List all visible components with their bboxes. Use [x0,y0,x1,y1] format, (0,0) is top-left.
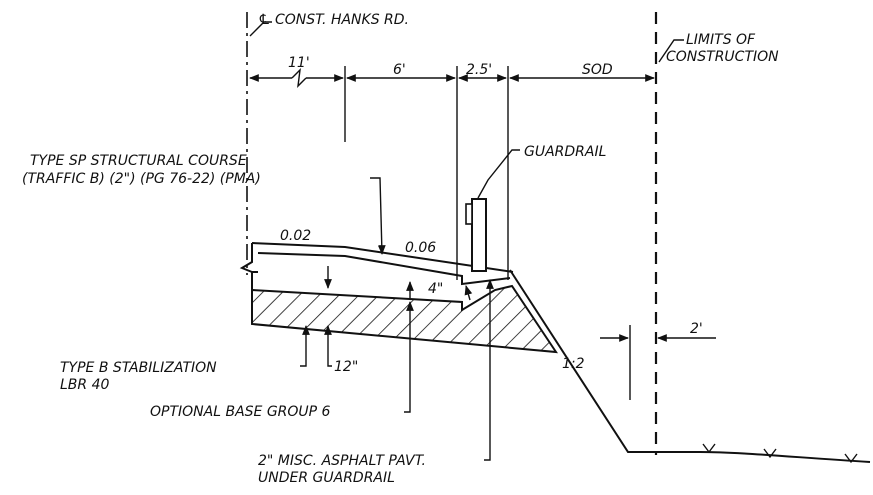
optional-base-label: OPTIONAL BASE GROUP 6 [150,404,331,420]
dim-shoulder-width: 6' [393,62,406,78]
stabilization-label-1: TYPE B STABILIZATION [60,360,217,376]
dim-sod: SOD [582,62,613,78]
dim-lane-width: 11' [288,55,310,71]
guardrail-leader [477,149,520,199]
lane-slope-label: 0.02 [280,228,311,244]
optional-base-layer [251,284,558,354]
misc-asphalt-label-2: UNDER GUARDRAIL [258,470,395,486]
limits-leader [658,39,684,63]
pavement-top [251,242,514,273]
structural-course-leader [370,177,386,255]
dimension-string [249,68,655,88]
structural-course-label-2: (TRAFFIC B) (2") (PG 76-22) (PMA) [22,171,261,187]
side-slope-line [509,269,700,453]
side-slope-label: 1:2 [562,356,585,372]
guardrail-blockout [465,203,473,225]
centerline-label: ℄ CONST. HANKS RD. [258,12,409,28]
guardrail-post [471,198,487,272]
limits-label-line2: CONSTRUCTION [666,49,779,65]
misc-asphalt-label-1: 2" MISC. ASPHALT PAVT. [258,453,426,469]
centerline-leader [249,21,272,37]
dim-asphalt-depth: 4" [428,281,443,297]
guardrail-label: GUARDRAIL [524,144,606,160]
limits-label-line1: LIMITS OF [686,32,756,48]
ground-line [699,451,871,463]
stabilization-label-2: LBR 40 [60,377,109,393]
dim-offset: 2' [690,321,703,337]
pavement-bottom [257,252,511,286]
stabilization-leader [300,325,310,367]
sod-tick-marks [702,443,858,464]
misc-asphalt-leader [484,279,494,461]
optional-base-leader [404,301,414,413]
shoulder-slope-label: 0.06 [405,240,436,256]
dim-paved-strip-width: 2.5' [466,62,492,78]
structural-course-label-1: TYPE SP STRUCTURAL COURSE [30,153,247,169]
dim-stabilization-depth: 12" [334,359,358,375]
break-line [239,243,253,290]
